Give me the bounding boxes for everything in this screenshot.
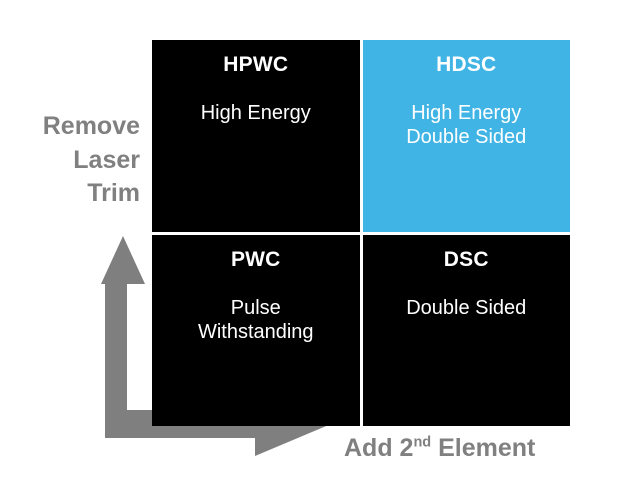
quadrant-dsc[interactable]: DSC Double Sided [362, 234, 570, 426]
y-axis-label-line-3: Trim [87, 179, 140, 207]
quadrant-pwc[interactable]: PWC Pulse Withstanding [152, 234, 360, 426]
y-axis-label-line-1: Remove [42, 112, 140, 140]
quadrant-hpwc-code: HPWC [223, 53, 289, 76]
quadrant-dsc-code: DSC [443, 247, 489, 271]
quadrant-hpwc[interactable]: HPWC High Energy [152, 40, 360, 232]
quadrant-hdsc-code: HDSC [436, 53, 497, 76]
quadrant-pwc-code: PWC [230, 247, 281, 271]
x-axis-label: Add 2nd Element [344, 434, 536, 462]
y-axis-label: Remove Laser Trim [0, 110, 140, 211]
quadrant-pwc-desc-line-2: Withstanding [197, 320, 314, 343]
quadrant-pwc-desc-line-1: Pulse [230, 296, 281, 319]
quadrant-hdsc-desc-line-2: Double Sided [406, 126, 527, 149]
quadrant-hpwc-description: High Energy [195, 101, 317, 125]
quadrant-hdsc-description: High Energy Double Sided [400, 101, 532, 150]
quadrant-pwc-description: Pulse Withstanding [192, 296, 320, 345]
quadrant-hdsc[interactable]: HDSC High Energy Double Sided [362, 40, 570, 232]
quadrant-dsc-description: Double Sided [400, 296, 532, 320]
quadrant-matrix: HPWC High Energy HDSC High Energy Double… [152, 40, 570, 426]
x-axis-label-superscript: nd [413, 434, 432, 451]
quadrant-dsc-desc-line-1: Double Sided [406, 296, 527, 319]
x-axis-label-prefix: Add 2 [344, 434, 414, 462]
quadrant-hpwc-desc-line-1: High Energy [200, 102, 311, 124]
y-axis-label-line-2: Laser [73, 145, 140, 174]
x-axis-label-suffix: Element [431, 434, 536, 462]
quadrant-hdsc-desc-line-1: High Energy [411, 102, 522, 124]
